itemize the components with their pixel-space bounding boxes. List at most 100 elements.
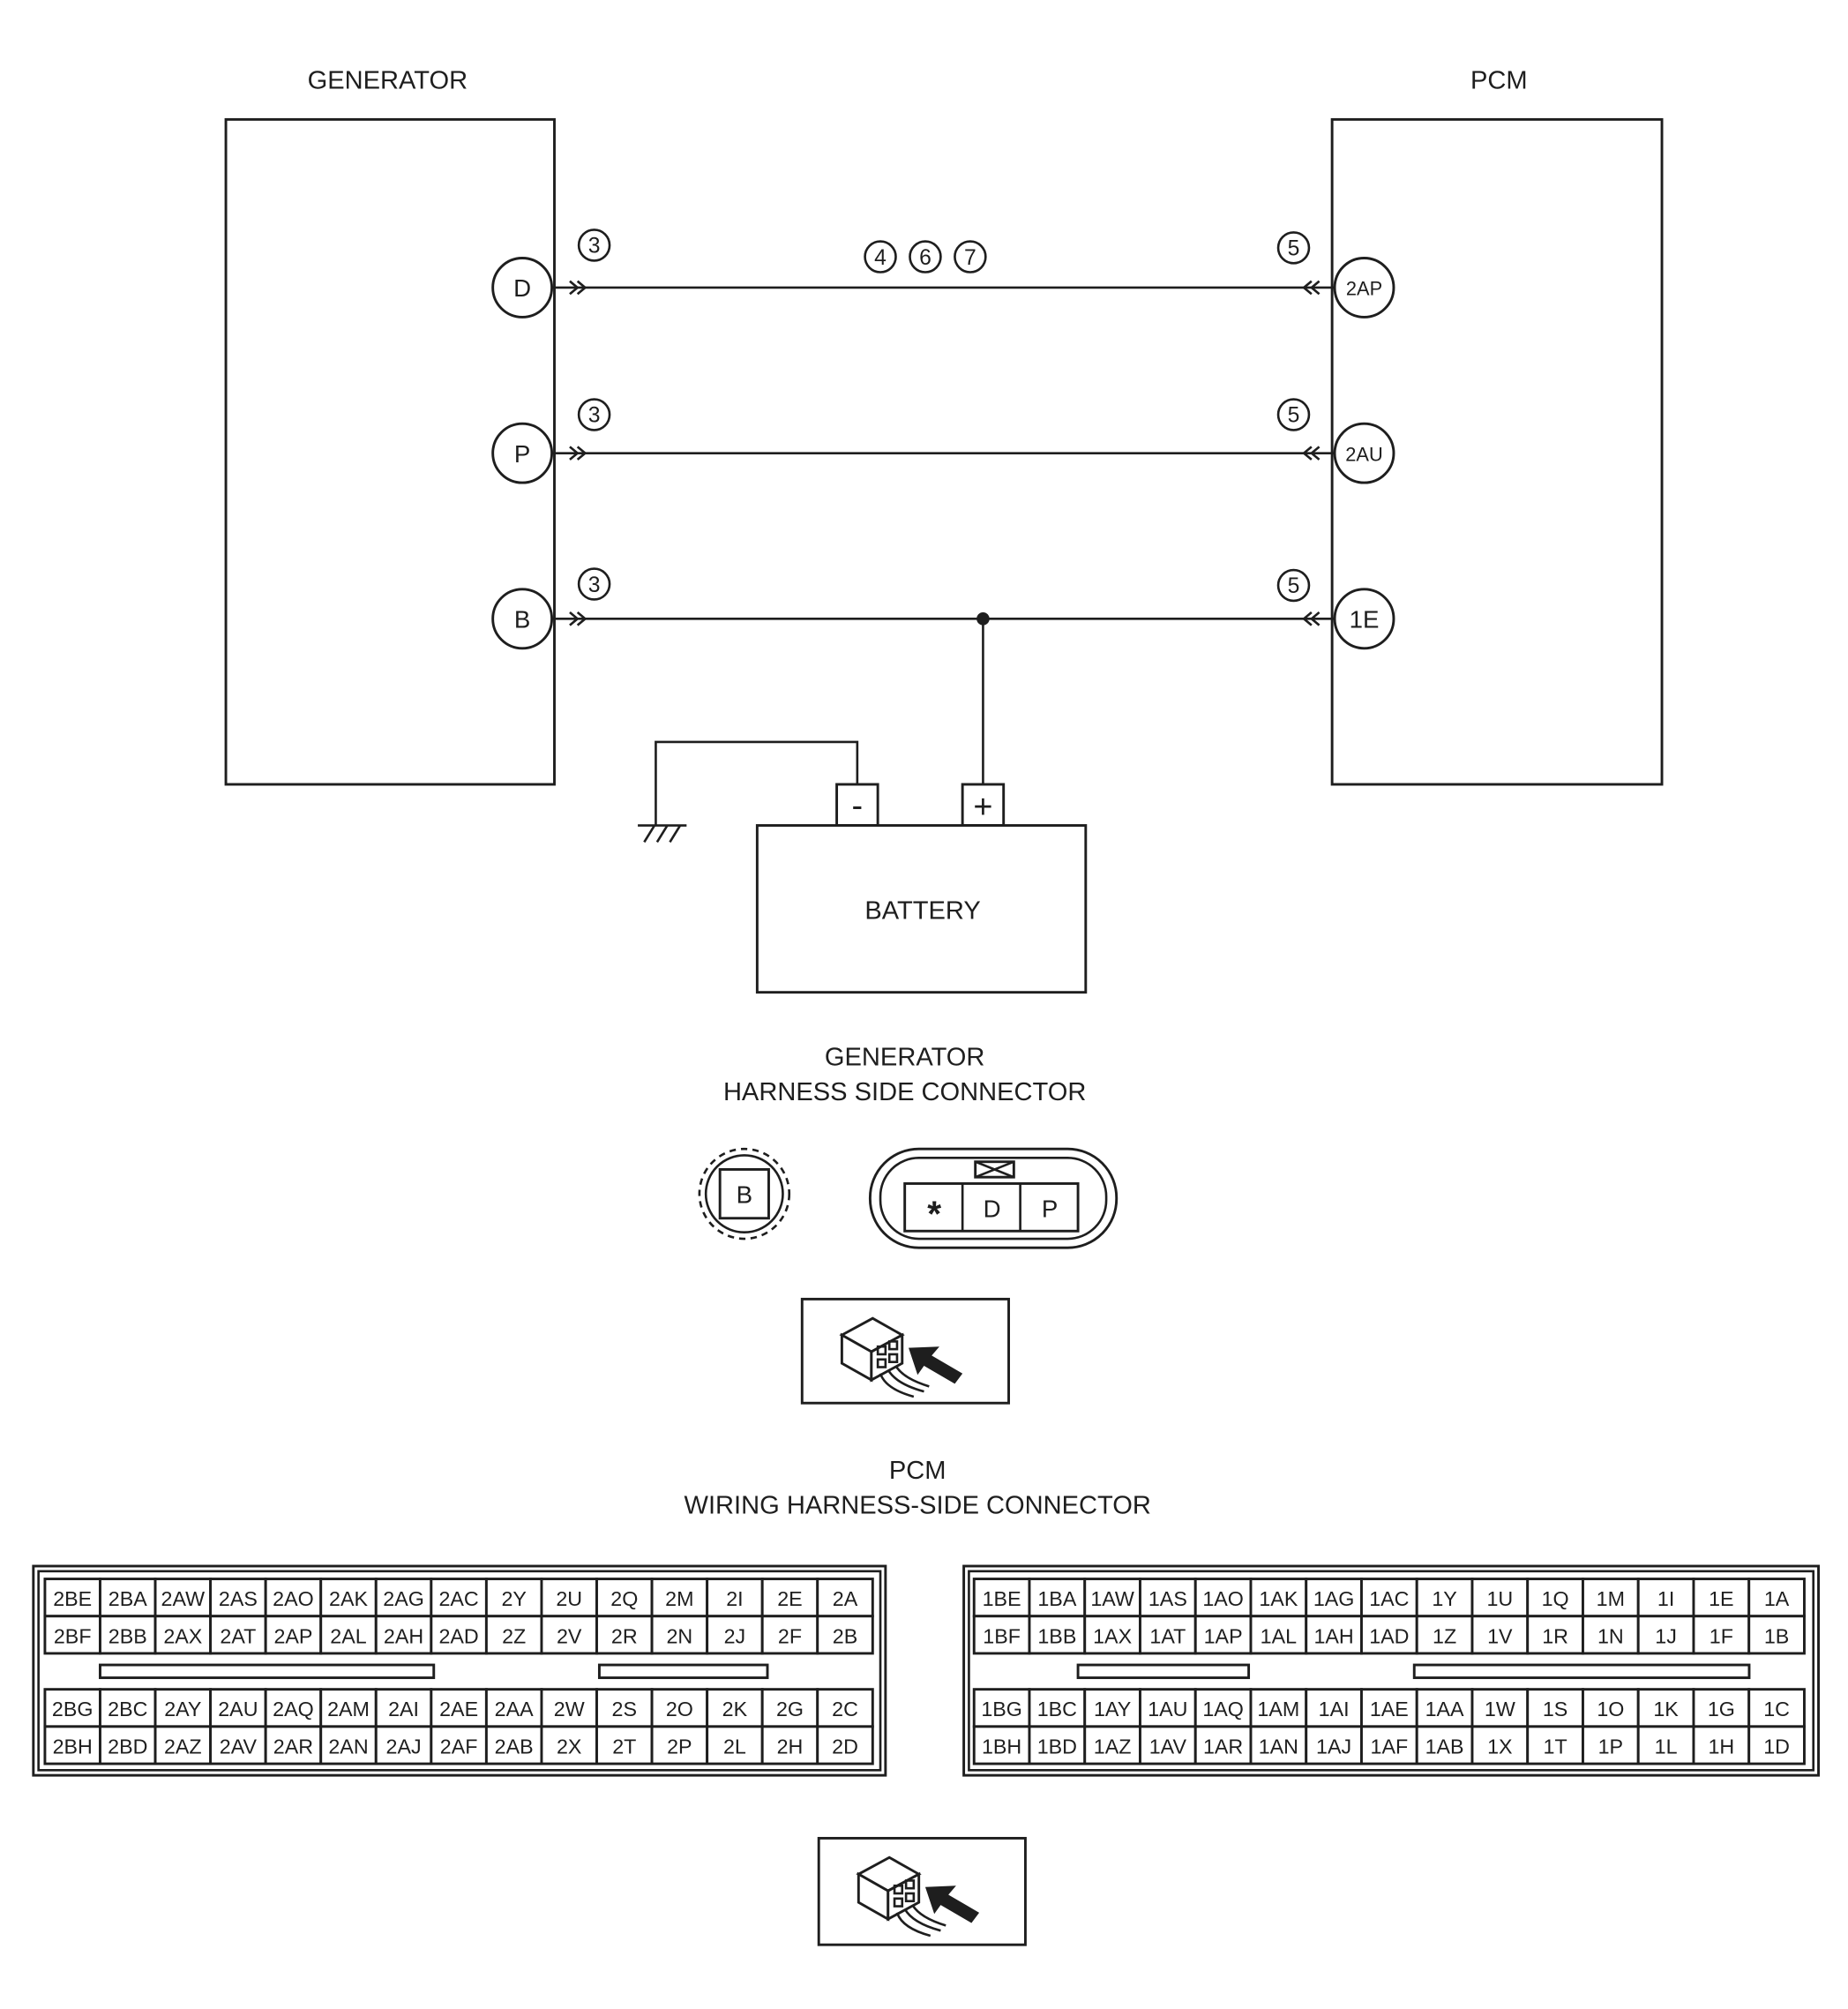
- generator-connector-title: GENERATOR: [825, 1044, 985, 1072]
- b-terminal-label: B: [737, 1181, 752, 1208]
- pin-label: 1E: [1709, 1587, 1733, 1610]
- pin-label: 2AJ: [386, 1735, 422, 1758]
- pin-label: 1AF: [1371, 1735, 1409, 1758]
- pin-cell: 1S: [1526, 1688, 1584, 1728]
- pin-label: 2AU: [218, 1698, 258, 1720]
- pin-cell: 1M: [1582, 1578, 1640, 1618]
- pin-cell: 2AA: [484, 1688, 543, 1728]
- pin-label: 1AV: [1149, 1735, 1187, 1758]
- pin-label: 2AY: [164, 1698, 201, 1720]
- pin-cell: 2AJ: [374, 1725, 433, 1765]
- pin-cell: 2AM: [319, 1688, 378, 1728]
- pin-cell: 2E: [760, 1578, 819, 1618]
- pin-cell: 1H: [1692, 1725, 1751, 1765]
- circuit-d: [551, 280, 1335, 296]
- connector-chevron-icon: [1302, 446, 1321, 461]
- pin-cell: 1T: [1526, 1725, 1584, 1765]
- pin-label: 1AT: [1149, 1624, 1186, 1647]
- pin-cell: 2BG: [43, 1688, 101, 1728]
- pin-cell: 2H: [760, 1725, 819, 1765]
- pin-cell: 1C: [1747, 1688, 1806, 1728]
- pin-label: 2AV: [220, 1735, 258, 1758]
- pin-cell: 1R: [1526, 1615, 1584, 1655]
- pin-label: 2AS: [219, 1587, 258, 1610]
- step-number: 6: [919, 246, 931, 270]
- pin-cell: 2AL: [319, 1615, 378, 1655]
- pin-label: 2AZ: [164, 1735, 202, 1758]
- pin-cell: 1AH: [1305, 1615, 1363, 1655]
- generator-terminal-b: B: [491, 588, 554, 650]
- step-marker: 5: [1276, 568, 1311, 603]
- positive-sign: +: [973, 789, 992, 826]
- pin-label: 1AZ: [1094, 1735, 1132, 1758]
- pin-cell: 1BB: [1028, 1615, 1087, 1655]
- connector-view-icon: [817, 1836, 1027, 1946]
- pin-cell: 2BH: [43, 1725, 101, 1765]
- pin-cell: 2G: [760, 1688, 819, 1728]
- pin-cell: 2L: [706, 1725, 764, 1765]
- pin-cell: 2K: [706, 1688, 764, 1728]
- pin-cell: 1AC: [1360, 1578, 1418, 1618]
- pin-label: 2BF: [54, 1624, 92, 1647]
- pin-label: 2I: [726, 1587, 743, 1610]
- battery: - + BATTERY: [638, 740, 1088, 994]
- connector-chevron-icon: [569, 611, 587, 626]
- pin-cell: 1AB: [1415, 1725, 1474, 1765]
- pin-cell: 2W: [540, 1688, 598, 1728]
- pin-label: 1AY: [1094, 1698, 1131, 1720]
- pin-cell: 2D: [816, 1725, 874, 1765]
- connector-view-icon: [800, 1297, 1010, 1405]
- pin-label: 2Z: [502, 1624, 526, 1647]
- pin-label: 1AX: [1093, 1624, 1132, 1647]
- pin-cell: 2F: [760, 1615, 819, 1655]
- pin-label: 2BH: [53, 1735, 93, 1758]
- pin-cell: 1AK: [1249, 1578, 1308, 1618]
- pcm-terminal-1e: 1E: [1333, 588, 1395, 650]
- pin-label: 2BG: [52, 1698, 94, 1720]
- pin-label: 1BB: [1037, 1624, 1076, 1647]
- pin-label: 2V: [557, 1624, 582, 1647]
- pin-label: 2M: [665, 1587, 693, 1610]
- pin-label: 1AO: [1202, 1587, 1244, 1610]
- pin-cell: 2AV: [209, 1725, 267, 1765]
- pin-label: 2R: [611, 1624, 638, 1647]
- pin-cell: 2Q: [595, 1578, 654, 1618]
- pin-cell: 2AW: [153, 1578, 213, 1618]
- step-marker: 3: [577, 229, 611, 262]
- generator-plug-connector: * D P: [868, 1147, 1119, 1249]
- connector-chevron-icon: [1302, 280, 1321, 296]
- pin-label: 2P: [667, 1735, 692, 1758]
- pin-cell: 1BA: [1028, 1578, 1087, 1618]
- pin-label: 2Y: [501, 1587, 526, 1610]
- pin-cell: 2AY: [153, 1688, 213, 1728]
- pin-cell: 2AN: [319, 1725, 378, 1765]
- pin-label: 1M: [1597, 1587, 1625, 1610]
- pin-cell: 2U: [540, 1578, 598, 1618]
- pin-cell: 1AR: [1193, 1725, 1253, 1765]
- connector-latch-icon: [974, 1160, 1015, 1179]
- pin-cell: 2AC: [430, 1578, 488, 1618]
- pin-cell: 1N: [1582, 1615, 1640, 1655]
- pin-cell: 2AB: [484, 1725, 543, 1765]
- pin-label: 1T: [1544, 1735, 1567, 1758]
- pin-label: 2E: [777, 1587, 802, 1610]
- pin-label: 1Q: [1542, 1587, 1569, 1610]
- pin-cell: 1AG: [1305, 1578, 1363, 1618]
- pin-cell: 2AK: [319, 1578, 378, 1618]
- pin-label: 2K: [722, 1698, 748, 1720]
- generator-b-terminal-connector: B: [698, 1147, 791, 1241]
- pcm-terminal-2au: 2AU: [1333, 422, 1395, 484]
- pin-cell: 1AI: [1305, 1688, 1363, 1728]
- pin-cell: 1AT: [1139, 1615, 1197, 1655]
- pin-label: 2N: [666, 1624, 692, 1647]
- pin-label: 2W: [554, 1698, 585, 1720]
- pin-cell: 1BC: [1028, 1688, 1087, 1728]
- pin-label: 2S: [612, 1698, 637, 1720]
- generator-terminal-p: P: [491, 422, 554, 484]
- step-number: 3: [588, 573, 601, 597]
- pin-cell: 1I: [1636, 1578, 1695, 1618]
- pin-label: 2AD: [438, 1624, 478, 1647]
- pin-cell: 2AR: [264, 1725, 323, 1765]
- pin-cell: 1Z: [1415, 1615, 1474, 1655]
